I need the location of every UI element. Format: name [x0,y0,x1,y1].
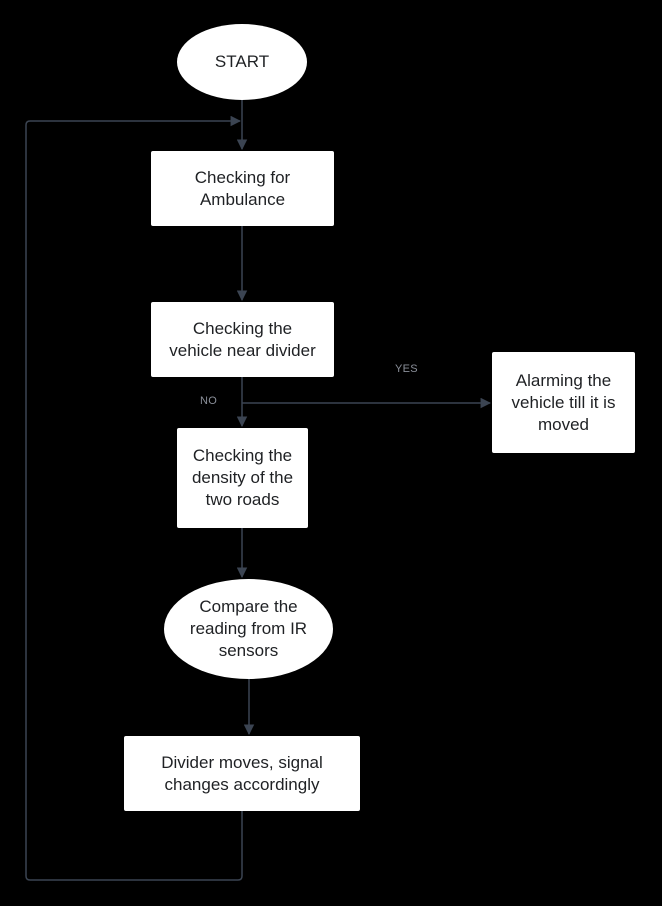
compare-label: Compare the reading from IR sensors [189,597,308,660]
check-divider-node: Checking the vehicle near divider [151,302,334,377]
alarm-label: Alarming the vehicle till it is moved [511,370,616,434]
divider-moves-label: Divider moves, signal changes accordingl… [161,752,323,794]
alarm-node: Alarming the vehicle till it is moved [492,352,635,453]
start-label: START [214,52,270,71]
check-ambulance-node: Checking for Ambulance [151,151,334,226]
start-node: START [177,24,307,100]
check-divider-label: Checking the vehicle near divider [169,318,316,360]
yes-label: YES [395,363,418,375]
divider-moves-node: Divider moves, signal changes accordingl… [124,736,360,811]
check-density-node: Checking the density of the two roads [177,428,308,528]
edge-loop-back [25,115,243,881]
check-density-label: Checking the density of the two roads [191,446,294,509]
no-label: NO [200,395,218,407]
check-ambulance-label: Checking for Ambulance [194,167,291,209]
compare-node: Compare the reading from IR sensors [164,579,333,679]
